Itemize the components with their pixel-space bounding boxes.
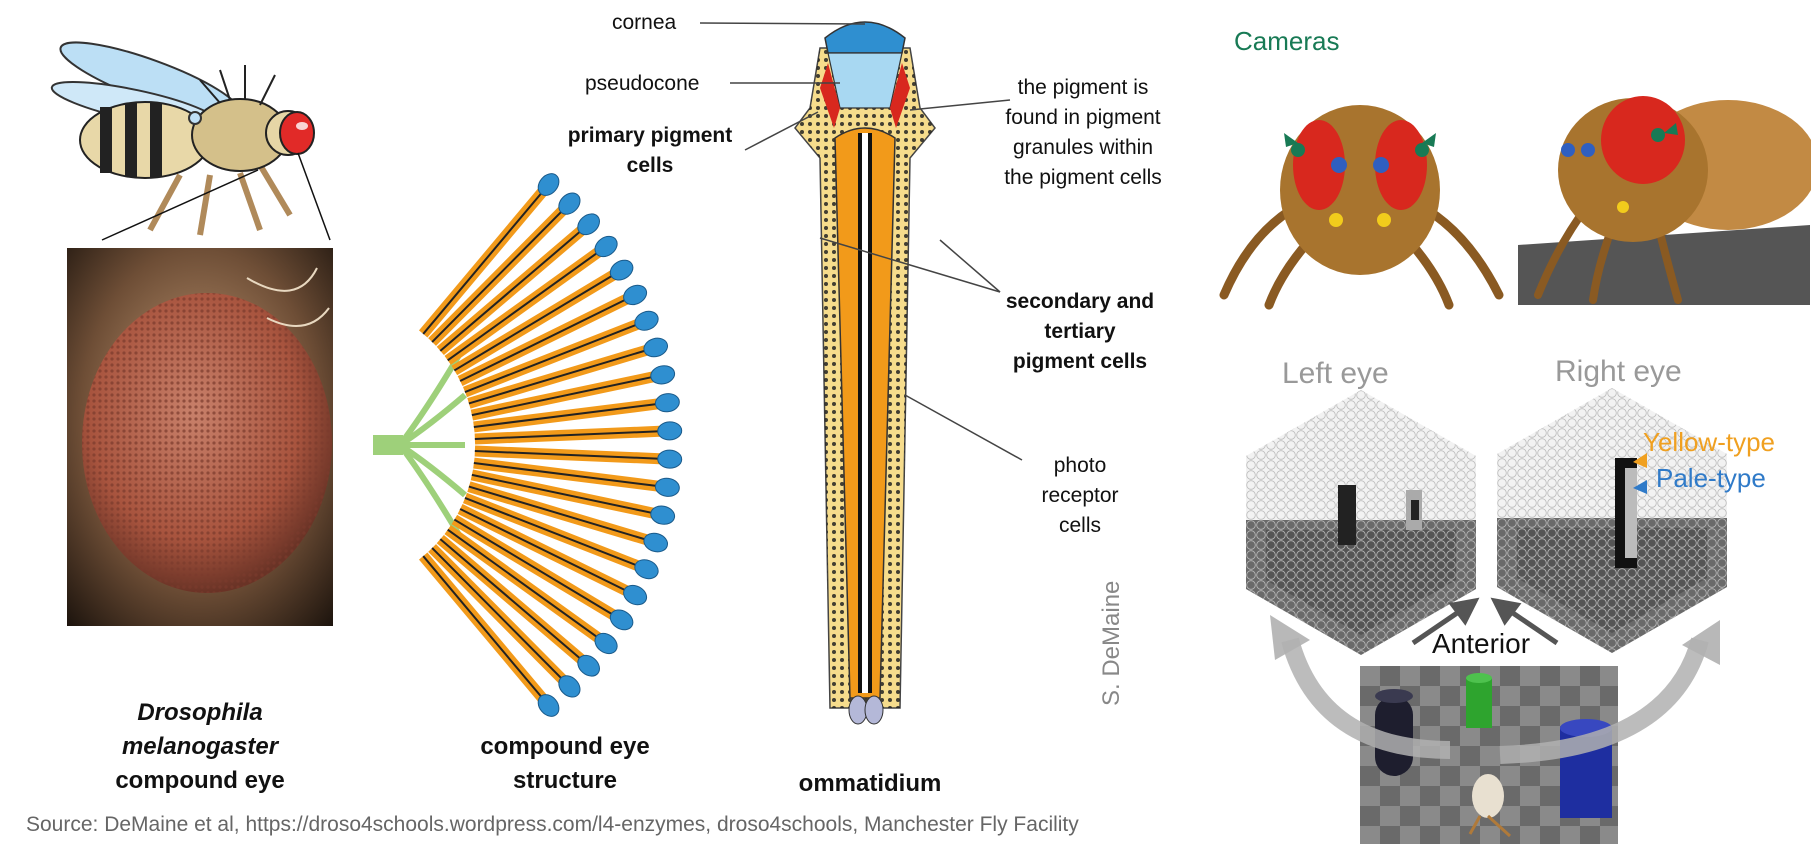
fan-lens bbox=[654, 477, 680, 497]
fan-lens bbox=[654, 393, 680, 413]
fan-rhabdom bbox=[431, 547, 564, 681]
left-eye-title: Left eye bbox=[1282, 357, 1389, 390]
fan-lens bbox=[623, 284, 648, 306]
right-eye-title: Right eye bbox=[1555, 355, 1682, 388]
caption-species: Drosophila melanogaster compound eye bbox=[70, 696, 330, 798]
fan-lens bbox=[657, 421, 683, 441]
fan-lens bbox=[594, 235, 618, 258]
artist-credit: S. DeMaine bbox=[1098, 580, 1125, 706]
fly-render-side-view bbox=[1518, 95, 1811, 305]
anterior-label: Anterior bbox=[1432, 628, 1531, 659]
anterior-arrows bbox=[1411, 597, 1559, 646]
fan-lens bbox=[657, 449, 683, 469]
yellow-type-label: Yellow-type bbox=[1643, 427, 1776, 457]
fan-lens bbox=[577, 213, 600, 236]
fan-lens bbox=[558, 192, 581, 215]
fan-lens bbox=[558, 675, 581, 698]
fan-rhabdom bbox=[447, 528, 599, 639]
fan-rhabdom bbox=[447, 251, 599, 362]
fan-lens bbox=[609, 259, 634, 281]
fan-rhabdom bbox=[468, 485, 647, 541]
fan-lens bbox=[643, 337, 668, 358]
source-citation: Source: DeMaine et al, https://droso4sch… bbox=[26, 813, 1079, 836]
label-photo-receptor-cells: photo receptor cells bbox=[1041, 454, 1119, 537]
fan-lens bbox=[643, 532, 668, 553]
label-cornea: cornea bbox=[612, 11, 677, 34]
fan-rhabdom bbox=[473, 402, 658, 428]
label-pigment-note: the pigment is found in pigment granules… bbox=[1004, 76, 1162, 189]
fan-rhabdom bbox=[422, 555, 543, 699]
fan-lens bbox=[650, 505, 676, 525]
fan-rhabdom bbox=[453, 274, 614, 372]
fan-rhabdom bbox=[459, 508, 627, 592]
fan-rhabdom bbox=[431, 209, 564, 343]
label-pseudocone: pseudocone bbox=[585, 72, 700, 95]
cameras-label: Cameras bbox=[1234, 26, 1340, 56]
pale-type-label: Pale-type bbox=[1656, 463, 1766, 493]
fan-rhabdom bbox=[422, 191, 543, 335]
fan-rhabdom bbox=[464, 497, 638, 567]
fan-rhabdom bbox=[459, 298, 627, 382]
fan-rhabdom bbox=[471, 473, 654, 515]
fan-lens bbox=[634, 310, 659, 331]
fan-rhabdom bbox=[474, 430, 660, 440]
label-secondary-tertiary-pigment-cells: secondary and tertiary pigment cells bbox=[1005, 290, 1155, 373]
caption-species-line1: Drosophila bbox=[137, 699, 263, 726]
fan-rhabdom bbox=[439, 538, 582, 660]
compound-eye-structure-diagram bbox=[373, 173, 683, 717]
fan-lens bbox=[623, 584, 648, 606]
fan-rhabdom bbox=[453, 518, 614, 616]
fan-lens bbox=[634, 559, 659, 580]
field-of-view-arrows bbox=[1270, 615, 1720, 764]
fan-rhabdom bbox=[439, 230, 582, 352]
fly-eye-photo bbox=[67, 248, 333, 626]
fan-rhabdom bbox=[471, 375, 654, 417]
label-primary-pigment-cells: primary pigment cells bbox=[567, 124, 733, 177]
fan-lens bbox=[609, 609, 634, 631]
fan-rhabdom bbox=[468, 349, 647, 405]
fan-lens bbox=[577, 654, 600, 677]
fruit-fly-illustration bbox=[50, 41, 331, 241]
ommatidium-diagram bbox=[794, 21, 936, 725]
left-eye-hex-map bbox=[1246, 390, 1476, 655]
fan-lens bbox=[537, 173, 560, 196]
fan-rhabdom bbox=[473, 462, 658, 488]
fan-rhabdom bbox=[464, 323, 638, 393]
fly-render-front-view bbox=[1214, 95, 1506, 310]
caption-ommatidium: ommatidium bbox=[798, 770, 942, 797]
fan-rhabdom bbox=[474, 450, 660, 460]
fan-lens bbox=[594, 632, 618, 655]
right-eye-hex-map bbox=[1497, 388, 1727, 653]
fan-lens bbox=[537, 694, 560, 717]
caption-species-line3: compound eye bbox=[115, 767, 285, 794]
fan-lens bbox=[650, 365, 676, 385]
caption-species-line2: melanogaster bbox=[121, 733, 279, 760]
caption-compound-eye-structure: compound eye structure bbox=[480, 733, 650, 794]
